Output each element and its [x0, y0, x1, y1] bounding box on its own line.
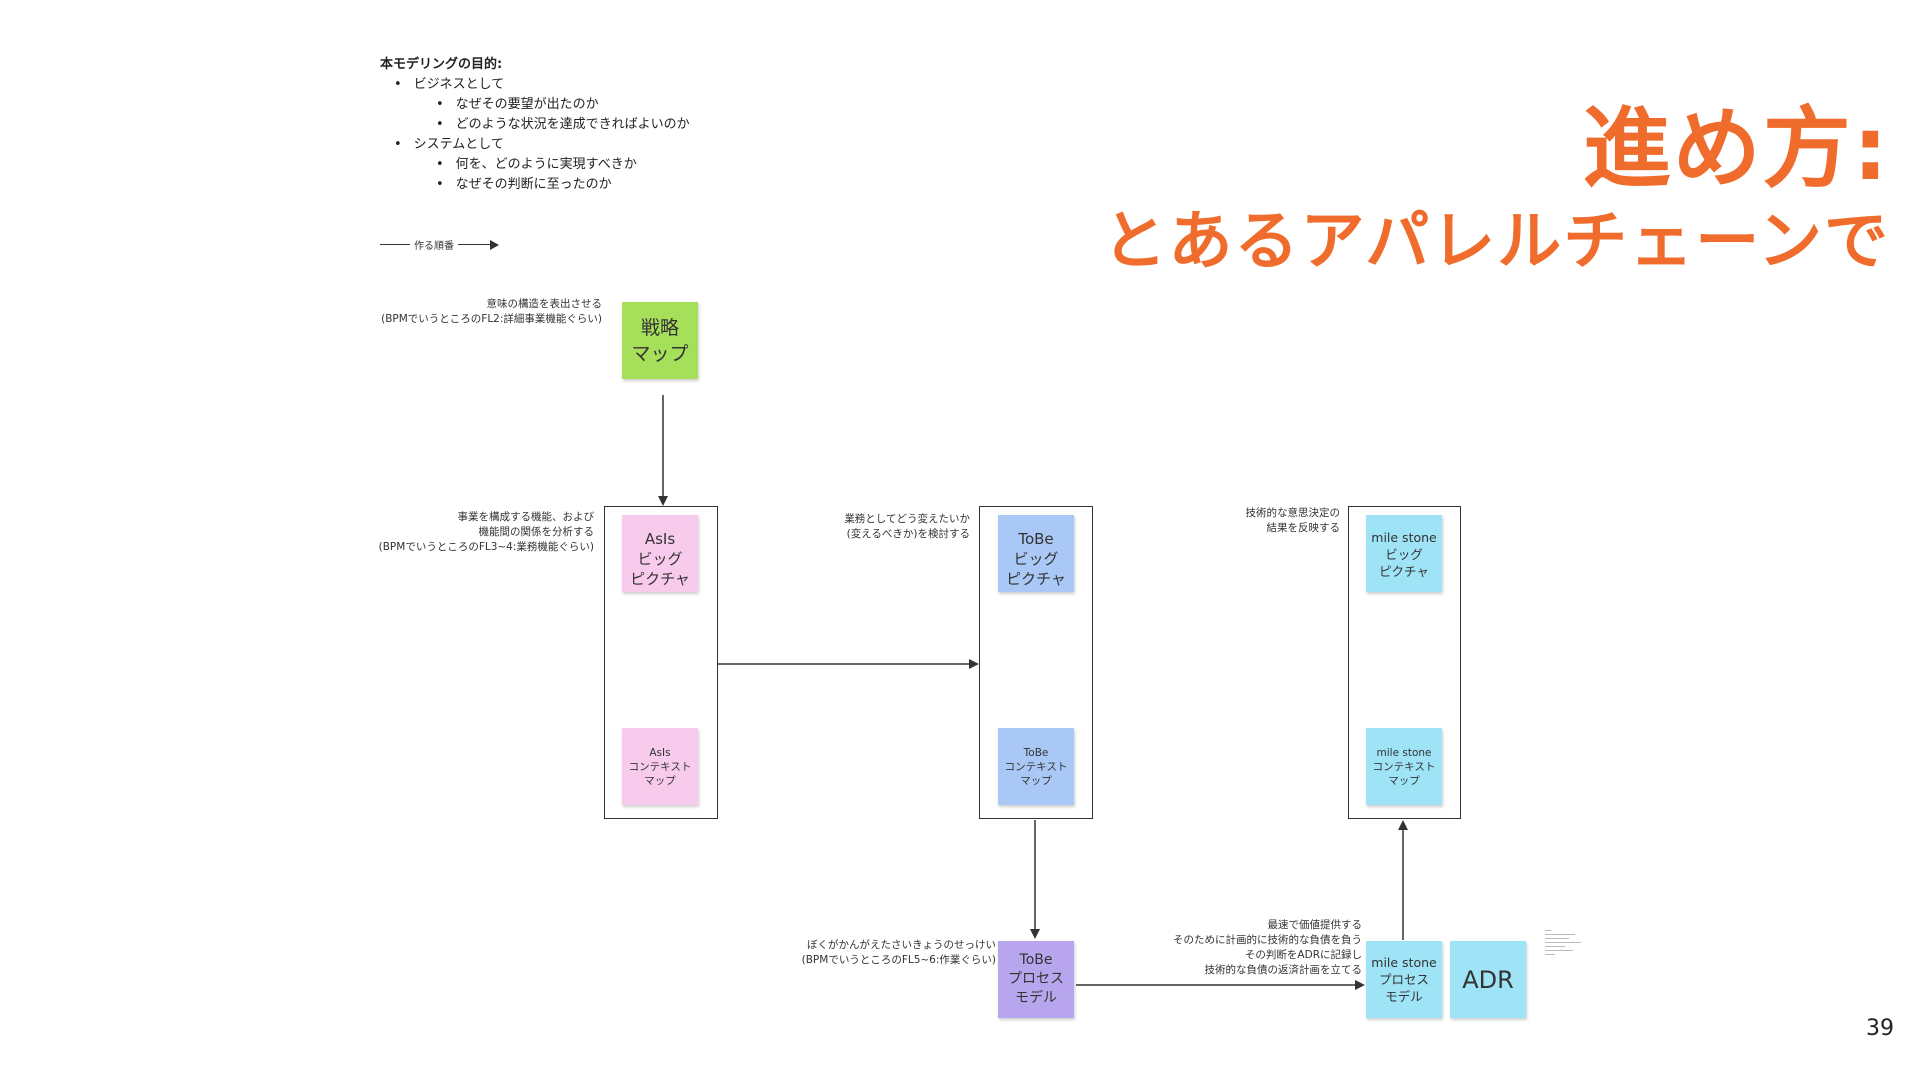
slide-title: 進め方:: [1582, 97, 1890, 200]
sticky-milestone-context-map[interactable]: mile stone コンテキスト マップ: [1366, 728, 1442, 805]
note-line: 業務としてどう変えたいか: [844, 513, 970, 525]
purpose-title: 本モデリングの目的:: [380, 57, 503, 72]
note-tobe: 業務としてどう変えたいか (変えるべきか)を検討する: [790, 512, 970, 542]
order-line: [458, 243, 490, 246]
note-process: ぼくがかんがえたさいきょうのせっけい (BPMでいうところのFL5~6:作業ぐら…: [760, 938, 996, 968]
note-line: (BPMでいうところのFL2:詳細事業機能ぐらい): [381, 313, 602, 325]
sticky-tobe-context-map[interactable]: ToBe コンテキスト マップ: [998, 728, 1074, 805]
purpose-subitem: なぜその要望が出たのか: [380, 95, 690, 115]
note-asis: 事業を構成する機能、および 機能間の関係を分析する (BPMでいうところのFL3…: [360, 510, 594, 555]
note-line: 最速で価値提供する: [1267, 919, 1363, 931]
note-line: (変えるべきか)を検討する: [846, 528, 970, 540]
build-order-arrow: 作る順番: [380, 237, 499, 252]
purpose-subitem: どのような状況を達成できればよいのか: [380, 115, 690, 135]
sticky-tobe-process-model[interactable]: ToBe プロセス モデル: [998, 941, 1074, 1018]
sticky-adr[interactable]: ADR: [1450, 941, 1526, 1018]
sticky-strategy-map[interactable]: 戦略 マップ: [622, 302, 698, 379]
arrow-head-icon: [490, 239, 499, 250]
order-line: [380, 243, 410, 246]
purpose-item: ビジネスとして: [380, 75, 690, 95]
purpose-subitem: 何を、どのように実現すべきか: [380, 155, 690, 175]
tobe-frame: [979, 506, 1093, 819]
note-line: 意味の構造を表出させる: [486, 298, 603, 310]
asis-frame: [604, 506, 718, 819]
purpose-item: システムとして: [380, 135, 690, 155]
note-line: (BPMでいうところのFL5~6:作業ぐらい): [801, 954, 996, 966]
adr-document-thumbnail: [1545, 930, 1587, 970]
milestone-frame: [1348, 506, 1461, 819]
page-number: 39: [1866, 1016, 1894, 1041]
sticky-milestone-big-picture[interactable]: mile stone ビッグ ピクチャ: [1366, 515, 1442, 592]
note-line: その判断をADRに記録し: [1244, 949, 1362, 961]
note-adr: 最速で価値提供する そのために計画的に技術的な負債を負う その判断をADRに記録…: [1140, 918, 1362, 978]
note-line: 結果を反映する: [1266, 522, 1341, 534]
note-line: 技術的な意思決定の: [1245, 507, 1341, 519]
sticky-tobe-big-picture[interactable]: ToBe ビッグ ピクチャ: [998, 515, 1074, 592]
purpose-subitem: なぜその判断に至ったのか: [380, 175, 690, 195]
note-strategy: 意味の構造を表出させる (BPMでいうところのFL2:詳細事業機能ぐらい): [360, 297, 602, 327]
note-line: 技術的な負債の返済計画を立てる: [1204, 964, 1363, 976]
note-line: (BPMでいうところのFL3~4:業務機能ぐらい): [378, 541, 594, 553]
note-line: 事業を構成する機能、および: [457, 511, 595, 523]
note-line: ぼくがかんがえたさいきょうのせっけい: [807, 939, 996, 951]
slide-subtitle: とあるアパレルチェーンで: [1102, 205, 1890, 279]
sticky-asis-big-picture[interactable]: AsIs ビッグ ピクチャ: [622, 515, 698, 592]
sticky-milestone-process-model[interactable]: mile stone プロセス モデル: [1366, 941, 1442, 1018]
order-label: 作る順番: [414, 241, 454, 252]
sticky-asis-context-map[interactable]: AsIs コンテキスト マップ: [622, 728, 698, 805]
note-line: そのために計画的に技術的な負債を負う: [1173, 934, 1362, 946]
note-milestone: 技術的な意思決定の 結果を反映する: [1200, 506, 1341, 536]
note-line: 機能間の関係を分析する: [478, 526, 595, 538]
modeling-purpose: 本モデリングの目的: ビジネスとして なぜその要望が出たのか どのような状況を達…: [380, 55, 690, 195]
